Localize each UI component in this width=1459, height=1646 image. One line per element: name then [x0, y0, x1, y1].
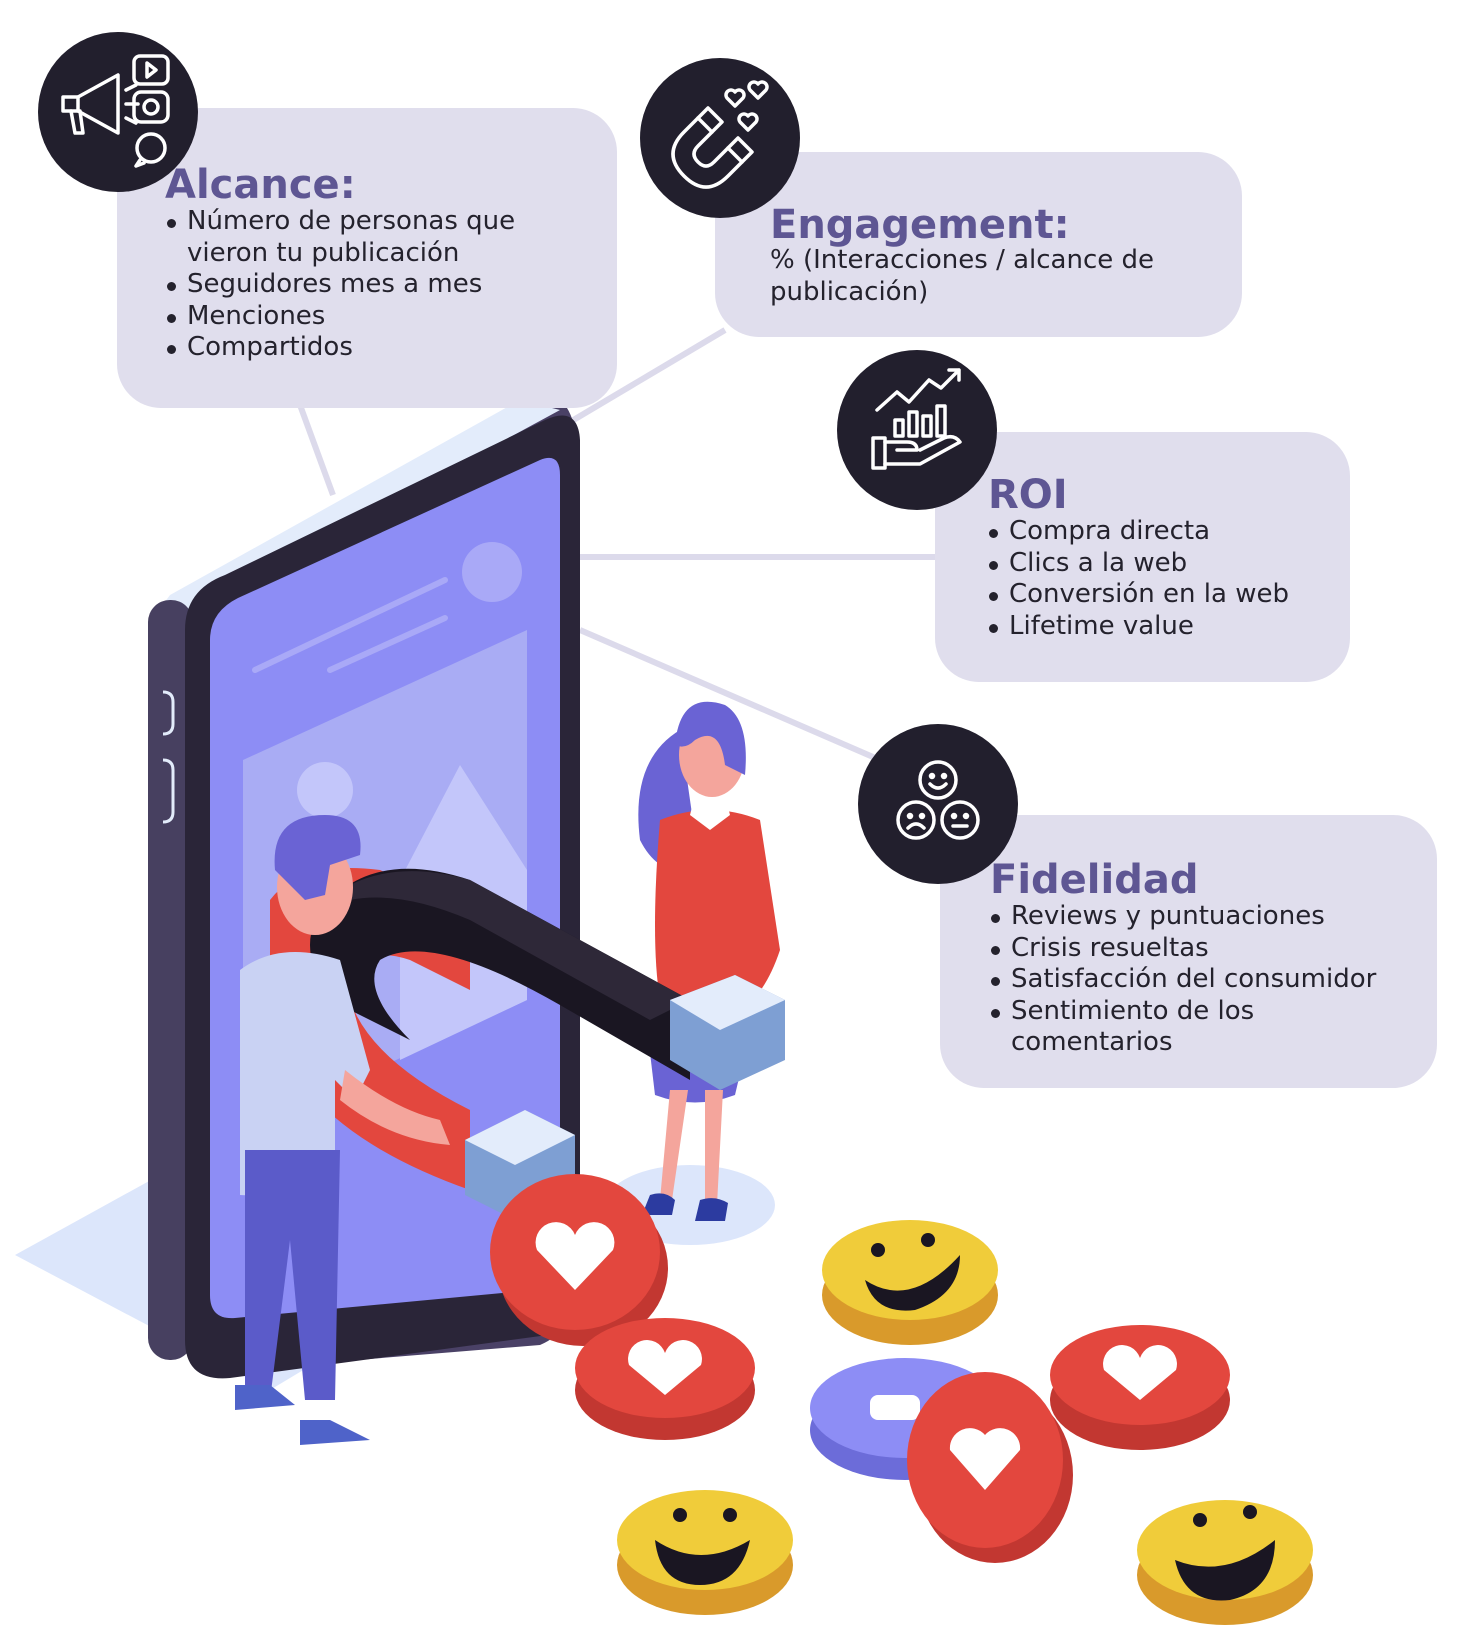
growth-chart-hand-icon — [837, 350, 997, 510]
man-figure — [235, 815, 450, 1445]
list-item: Reviews y puntuaciones — [989, 901, 1376, 933]
card-roi — [935, 432, 1350, 682]
emoji-token-1 — [822, 1220, 998, 1345]
list-item: Menciones — [165, 301, 557, 333]
reaction-tokens — [490, 1174, 1313, 1625]
emoji-faces-icon — [858, 724, 1018, 884]
list-item: Número de personas que vieron tu publica… — [165, 206, 557, 269]
list-item: Satisfacción del consumidor — [989, 964, 1376, 996]
megaphone-social-icon — [38, 32, 198, 192]
roi-title: ROI — [988, 472, 1068, 518]
list-item: Compra directa — [987, 516, 1289, 548]
heart-token-4 — [907, 1372, 1073, 1563]
emoji-token-3 — [1137, 1500, 1313, 1625]
fidelidad-list: Reviews y puntuaciones Crisis resueltas … — [989, 901, 1376, 1059]
list-item: Seguidores mes a mes — [165, 269, 557, 301]
list-item: Conversión en la web — [987, 579, 1289, 611]
list-item: Crisis resueltas — [989, 933, 1376, 965]
emoji-token-2 — [617, 1490, 793, 1615]
card-alcance — [117, 108, 617, 408]
fidelidad-title: Fidelidad — [990, 857, 1199, 903]
magnet-hearts-icon — [640, 58, 800, 218]
card-fidelidad — [940, 815, 1437, 1088]
heart-token-2 — [575, 1318, 755, 1440]
engagement-title: Engagement: — [770, 202, 1070, 248]
alcance-title: Alcance: — [165, 162, 356, 208]
roi-list: Compra directa Clics a la web Conversión… — [987, 516, 1289, 642]
alcance-list: Número de personas que vieron tu publica… — [165, 206, 557, 364]
engagement-text: % (Interacciones / alcance de publicació… — [770, 245, 1155, 307]
connector-lines — [297, 327, 940, 763]
list-item: Clics a la web — [987, 548, 1289, 580]
list-item: Sentimiento de los comentarios — [989, 996, 1311, 1059]
heart-token-3 — [1050, 1325, 1230, 1450]
list-item: Compartidos — [165, 332, 557, 364]
list-item: Lifetime value — [987, 611, 1289, 643]
heart-token-1 — [490, 1174, 668, 1346]
card-engagement — [715, 152, 1242, 337]
magnet-illustration — [270, 868, 785, 1220]
